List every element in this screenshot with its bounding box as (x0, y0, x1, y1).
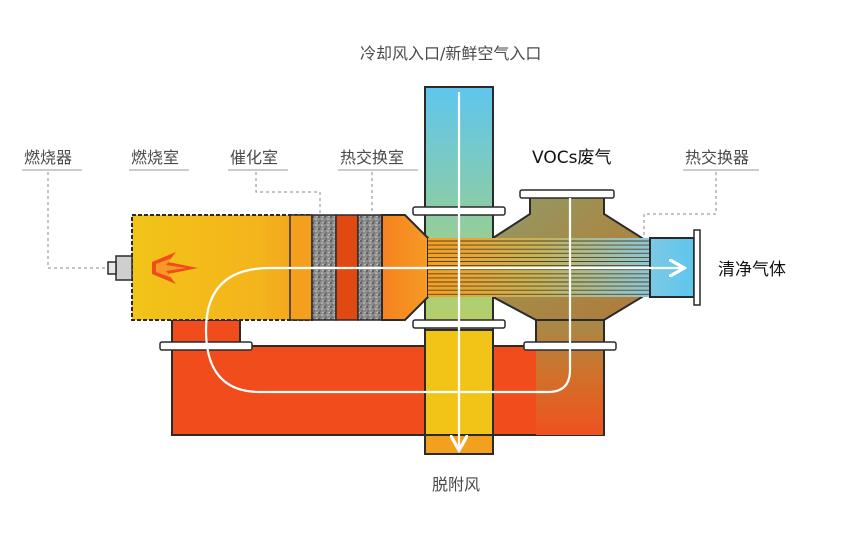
heat-exchanger-label: 热交换器 (685, 148, 749, 167)
desorption-air-label: 脱附风 (432, 475, 480, 494)
heat-exchange-chamber-label: 热交换室 (340, 148, 404, 167)
catalytic-chamber-label: 催化室 (230, 148, 278, 167)
clean-gas-label: 清净气体 (718, 260, 786, 280)
outlet-flange (693, 229, 701, 306)
leader-lines (47, 172, 717, 269)
cold-air-inlet-label: 冷却风入口/新鲜空气入口 (360, 44, 541, 63)
burner-nozzle (107, 255, 133, 281)
vocs-waste-gas-label: VOCs废气 (532, 148, 611, 168)
combustion-chamber-label: 燃烧室 (131, 148, 179, 167)
tube-lines (428, 240, 650, 295)
burner-label: 燃烧器 (24, 148, 72, 167)
flange-vocs-inlet (519, 189, 615, 199)
flame-icon (152, 252, 198, 284)
flow-arrows (204, 92, 682, 448)
vocs-flow-line (204, 198, 682, 394)
